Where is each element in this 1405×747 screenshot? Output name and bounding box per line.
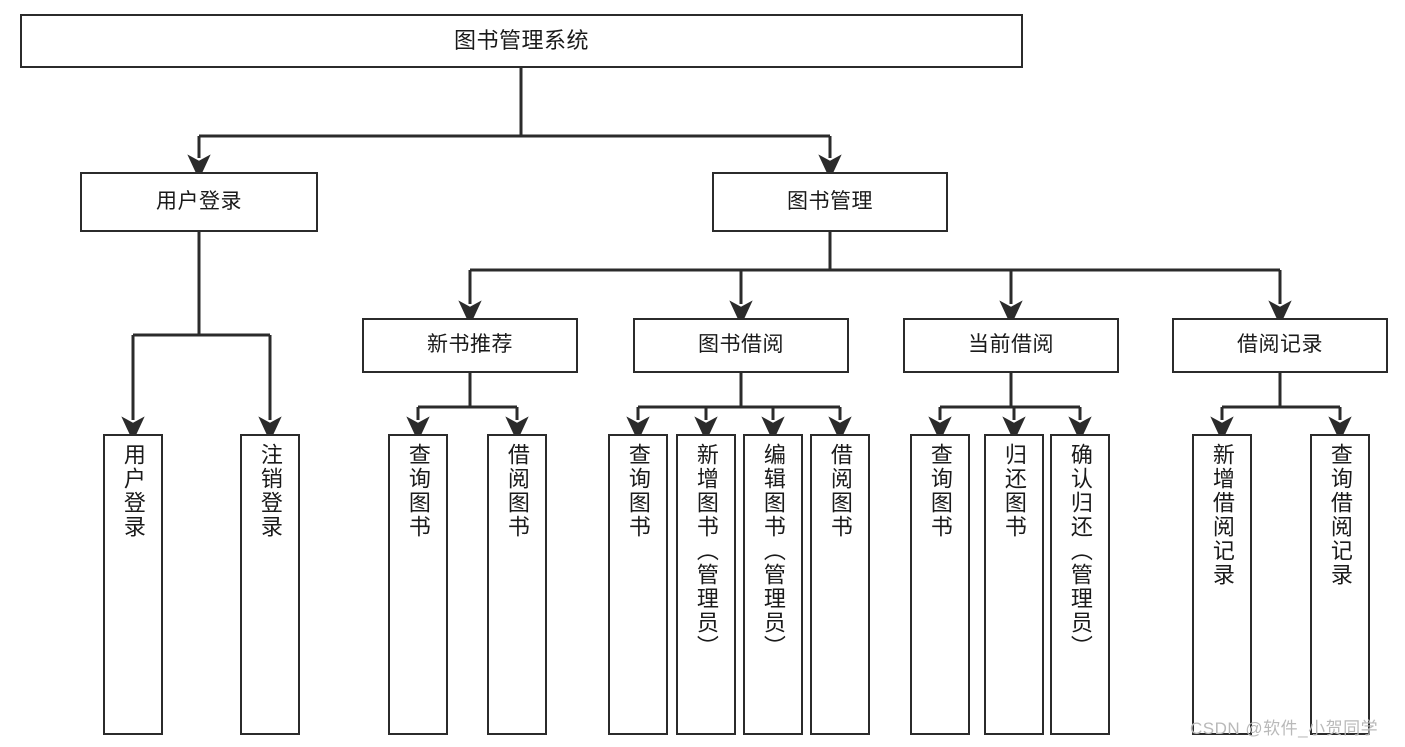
node-leaf-query-book-1[interactable]: 查询图书	[388, 434, 448, 735]
node-leaf-borrow-book-2[interactable]: 借阅图书	[810, 434, 870, 735]
node-label: 借阅记录	[1237, 333, 1323, 357]
node-label: 用户登录	[120, 443, 146, 539]
node-leaf-edit-book[interactable]: 编辑图书（管理员）	[743, 434, 803, 735]
node-book-borrow[interactable]: 图书借阅	[633, 318, 849, 373]
node-label: 查询图书	[625, 443, 651, 539]
node-label: 图书借阅	[698, 333, 784, 357]
node-label: 新增图书（管理员）	[693, 443, 719, 659]
csdn-watermark: CSDN @软件_小贺同学	[1190, 719, 1379, 738]
node-new-book-rec[interactable]: 新书推荐	[362, 318, 578, 373]
node-leaf-user-login[interactable]: 用户登录	[103, 434, 163, 735]
node-label: 用户登录	[156, 189, 242, 213]
node-label: 借阅图书	[504, 443, 530, 539]
node-label: 当前借阅	[968, 333, 1054, 357]
node-label: 借阅图书	[827, 443, 853, 539]
node-book-manage[interactable]: 图书管理	[712, 172, 948, 232]
node-label: 新增借阅记录	[1209, 443, 1235, 587]
node-leaf-return-book[interactable]: 归还图书	[984, 434, 1044, 735]
node-root[interactable]: 图书管理系统	[20, 14, 1023, 68]
node-label: 图书管理系统	[453, 28, 589, 54]
node-leaf-borrow-book-1[interactable]: 借阅图书	[487, 434, 547, 735]
node-label: 编辑图书（管理员）	[760, 443, 786, 659]
node-label: 查询图书	[405, 443, 431, 539]
node-label: 查询借阅记录	[1327, 443, 1353, 587]
node-leaf-query-book-2[interactable]: 查询图书	[608, 434, 668, 735]
node-leaf-logout[interactable]: 注销登录	[240, 434, 300, 735]
node-leaf-add-book[interactable]: 新增图书（管理员）	[676, 434, 736, 735]
node-user-login[interactable]: 用户登录	[80, 172, 318, 232]
node-leaf-query-record[interactable]: 查询借阅记录	[1310, 434, 1370, 735]
node-label: 图书管理	[787, 189, 873, 213]
node-label: 确认归还（管理员）	[1067, 443, 1093, 659]
node-leaf-query-book-3[interactable]: 查询图书	[910, 434, 970, 735]
node-leaf-add-record[interactable]: 新增借阅记录	[1192, 434, 1252, 735]
node-leaf-confirm-return[interactable]: 确认归还（管理员）	[1050, 434, 1110, 735]
node-label: 新书推荐	[427, 333, 513, 357]
node-current-borrow[interactable]: 当前借阅	[903, 318, 1119, 373]
node-label: 归还图书	[1001, 443, 1027, 539]
node-borrow-record[interactable]: 借阅记录	[1172, 318, 1388, 373]
node-label: 注销登录	[257, 443, 283, 539]
node-label: 查询图书	[927, 443, 953, 539]
